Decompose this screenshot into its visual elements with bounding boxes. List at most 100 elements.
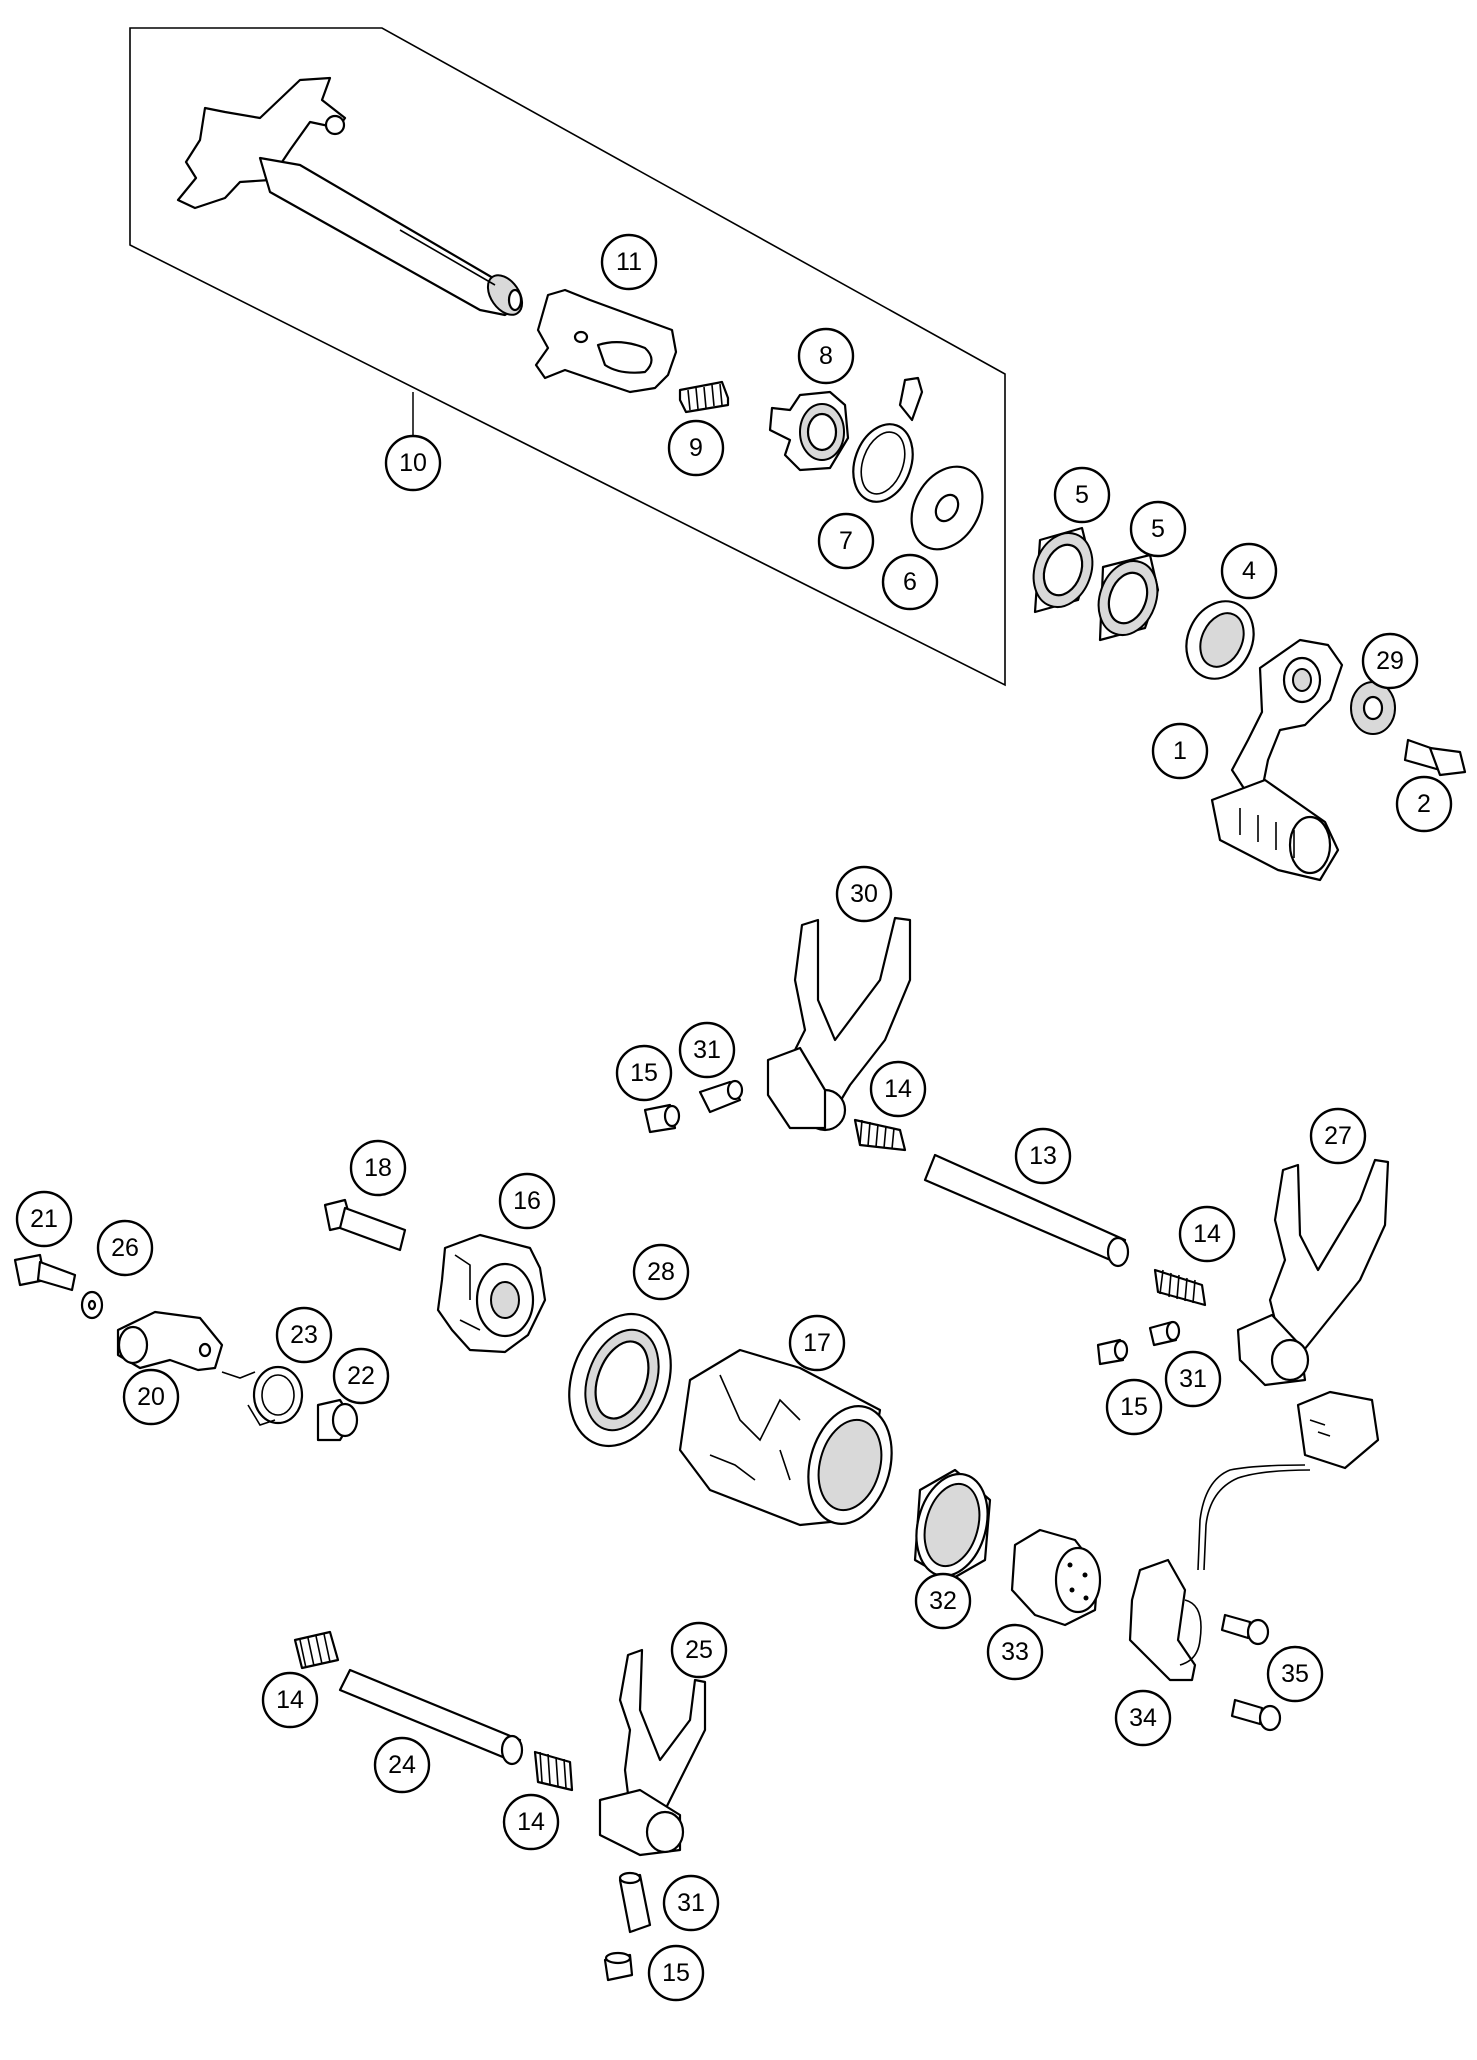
spring-upper [853, 1118, 907, 1152]
callout-label: 4 [1242, 557, 1256, 585]
callout: 28 [632, 1243, 690, 1301]
callout-label: 15 [1120, 1393, 1148, 1421]
callout: 11 [600, 233, 658, 291]
callout: 1 [1151, 722, 1209, 780]
callout: 17 [788, 1314, 846, 1372]
callout-label: 34 [1129, 1704, 1157, 1732]
callout: 22 [332, 1347, 390, 1405]
shift-shaft-assembly-frame [129, 27, 1006, 687]
bushing-cup [768, 390, 850, 472]
seal-ring [1185, 600, 1255, 680]
pin-upper [698, 1079, 744, 1114]
sensor-bolt-b [1230, 1698, 1282, 1732]
callout-label: 14 [517, 1808, 545, 1836]
fork-rail-a [923, 1153, 1130, 1268]
callout-label: 1 [1173, 737, 1187, 765]
callout: 9 [667, 419, 725, 477]
callout: 2 [1395, 775, 1453, 833]
callout: 29 [1361, 632, 1419, 690]
callout: 20 [122, 1368, 180, 1426]
detent-lever [116, 1310, 224, 1372]
shift-fork-lower [598, 1648, 707, 1857]
lever-bolt [1403, 738, 1467, 777]
callout: 7 [817, 512, 875, 570]
callout-label: 20 [137, 1383, 165, 1411]
shift-shaft [176, 76, 524, 317]
callout-label: 29 [1376, 647, 1404, 675]
gear-position-sensor [1128, 1390, 1380, 1682]
callout-label: 10 [399, 449, 427, 477]
callout: 4 [1220, 542, 1278, 600]
callout-label: 31 [677, 1889, 705, 1917]
return-spring [852, 376, 924, 503]
callout-label: 14 [1193, 1220, 1221, 1248]
callout-label: 8 [819, 342, 833, 370]
callout: 5 [1129, 500, 1187, 558]
callout-label: 16 [513, 1187, 541, 1215]
bolt-18 [323, 1198, 407, 1252]
callout: 15 [647, 1944, 705, 2002]
callout-label: 14 [884, 1075, 912, 1103]
bolt-21 [13, 1253, 77, 1292]
callout: 10 [384, 434, 442, 492]
callout: 21 [15, 1190, 73, 1248]
callout-label: 5 [1151, 515, 1165, 543]
callout: 15 [615, 1044, 673, 1102]
roller-bushing [316, 1398, 359, 1442]
callout-label: 2 [1417, 790, 1431, 818]
dowel-right [1096, 1338, 1129, 1366]
callout-label: 35 [1281, 1660, 1309, 1688]
callout: 14 [869, 1060, 927, 1118]
shift-plate [534, 288, 678, 394]
shift-drum [678, 1348, 893, 1527]
callout: 30 [835, 865, 893, 923]
washer-26 [80, 1290, 104, 1320]
shift-fork-upper [766, 916, 912, 1132]
bushing-b [1097, 553, 1160, 642]
callout: 18 [349, 1139, 407, 1197]
callout-label: 6 [903, 568, 917, 596]
callout: 34 [1114, 1689, 1172, 1747]
shift-drum-star [436, 1233, 547, 1354]
callout-label: 30 [850, 880, 878, 908]
callout: 31 [1164, 1350, 1222, 1408]
callout-label: 18 [364, 1154, 392, 1182]
callout-label: 21 [30, 1205, 58, 1233]
pin-lower [618, 1871, 652, 1934]
callout: 14 [1178, 1205, 1236, 1263]
callout-label: 27 [1324, 1122, 1352, 1150]
dowel-lower [603, 1951, 634, 1982]
callout: 16 [498, 1172, 556, 1230]
callout: 26 [96, 1219, 154, 1277]
callout-label: 26 [111, 1234, 139, 1262]
bushing-a [1032, 526, 1094, 614]
callout: 33 [986, 1623, 1044, 1681]
callout-label: 23 [290, 1321, 318, 1349]
drum-seal [568, 1312, 672, 1448]
callout: 35 [1266, 1645, 1324, 1703]
callout: 31 [678, 1021, 736, 1079]
callout-label: 14 [276, 1686, 304, 1714]
callout-label: 15 [630, 1059, 658, 1087]
spring-lower-left [293, 1630, 340, 1670]
fork-rail-b [338, 1668, 524, 1766]
callout: 23 [275, 1306, 333, 1364]
callout-label: 7 [839, 527, 853, 555]
callout: 25 [670, 1621, 728, 1679]
drum-bearing [913, 1468, 992, 1582]
callout-label: 31 [693, 1036, 721, 1064]
dowel-upper [643, 1103, 681, 1134]
callout-label: 5 [1075, 481, 1089, 509]
callout-label: 25 [685, 1636, 713, 1664]
shift-fork-right [1236, 1158, 1390, 1387]
callout: 32 [914, 1572, 972, 1630]
spring-lower-right [533, 1750, 574, 1792]
shift-lever [1210, 638, 1344, 882]
sensor-bolt-a [1220, 1613, 1270, 1646]
callout: 14 [261, 1671, 319, 1729]
callout-label: 17 [803, 1329, 831, 1357]
callout: 6 [881, 553, 939, 611]
callout-label: 15 [662, 1959, 690, 1987]
callout: 15 [1105, 1378, 1163, 1436]
